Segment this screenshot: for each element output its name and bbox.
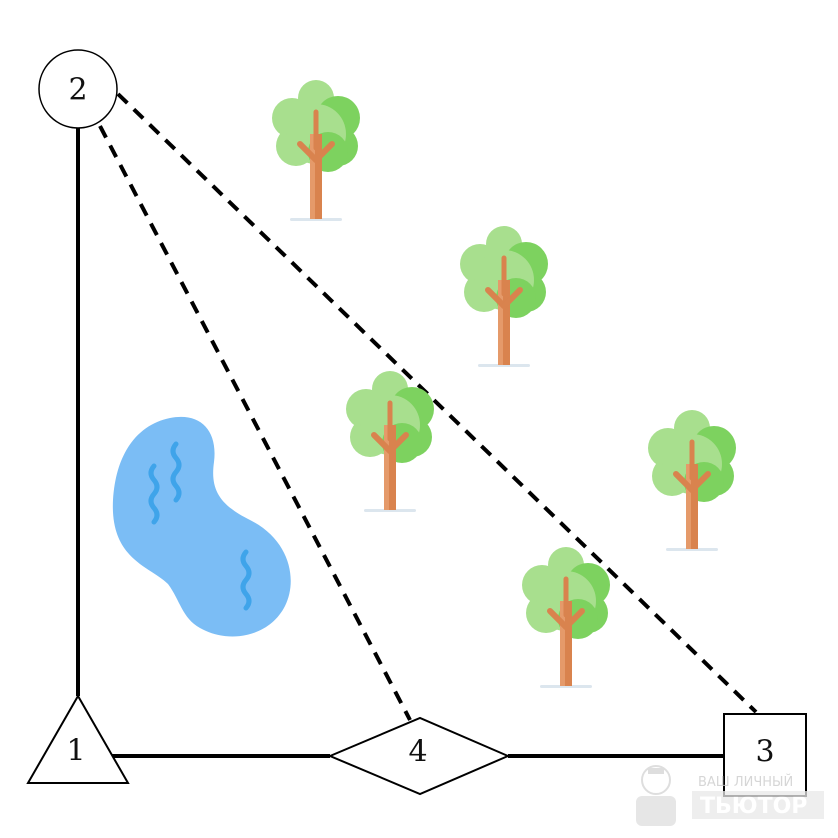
watermark-banner — [692, 791, 824, 819]
node-3-square — [723, 713, 807, 797]
tree-icon — [648, 410, 736, 551]
node-2-label: 2 — [68, 73, 87, 108]
node-2-circle — [38, 49, 118, 129]
node-1-label: 1 — [66, 734, 85, 769]
node-4-diamond — [327, 716, 511, 796]
node-2: 2 — [38, 49, 118, 129]
edge-2-3-dashed — [116, 92, 758, 714]
tree-icon — [460, 226, 548, 367]
node-4: 4 — [327, 716, 511, 796]
tutor-logo-icon — [636, 765, 676, 826]
watermark-line1: ВАШ ЛИЧНЫЙ — [698, 774, 793, 790]
edge-2-4-dashed — [98, 125, 412, 721]
tree-icon — [272, 80, 360, 221]
node-3-label: 3 — [755, 735, 774, 770]
node-1-triangle — [26, 693, 130, 784]
solid-edges — [76, 128, 724, 758]
node-3: 3 — [723, 713, 807, 797]
tree-icon — [522, 547, 610, 688]
dashed-edges — [98, 92, 758, 721]
lake-icon — [112, 416, 291, 637]
tree-icon — [346, 371, 434, 512]
node-4-label: 4 — [408, 735, 427, 770]
watermark-line2: ТЬЮТОР — [700, 794, 807, 819]
trees — [272, 80, 736, 688]
node-1: 1 — [26, 693, 130, 784]
watermark: ВАШ ЛИЧНЫЙ ТЬЮТОР — [636, 765, 824, 826]
